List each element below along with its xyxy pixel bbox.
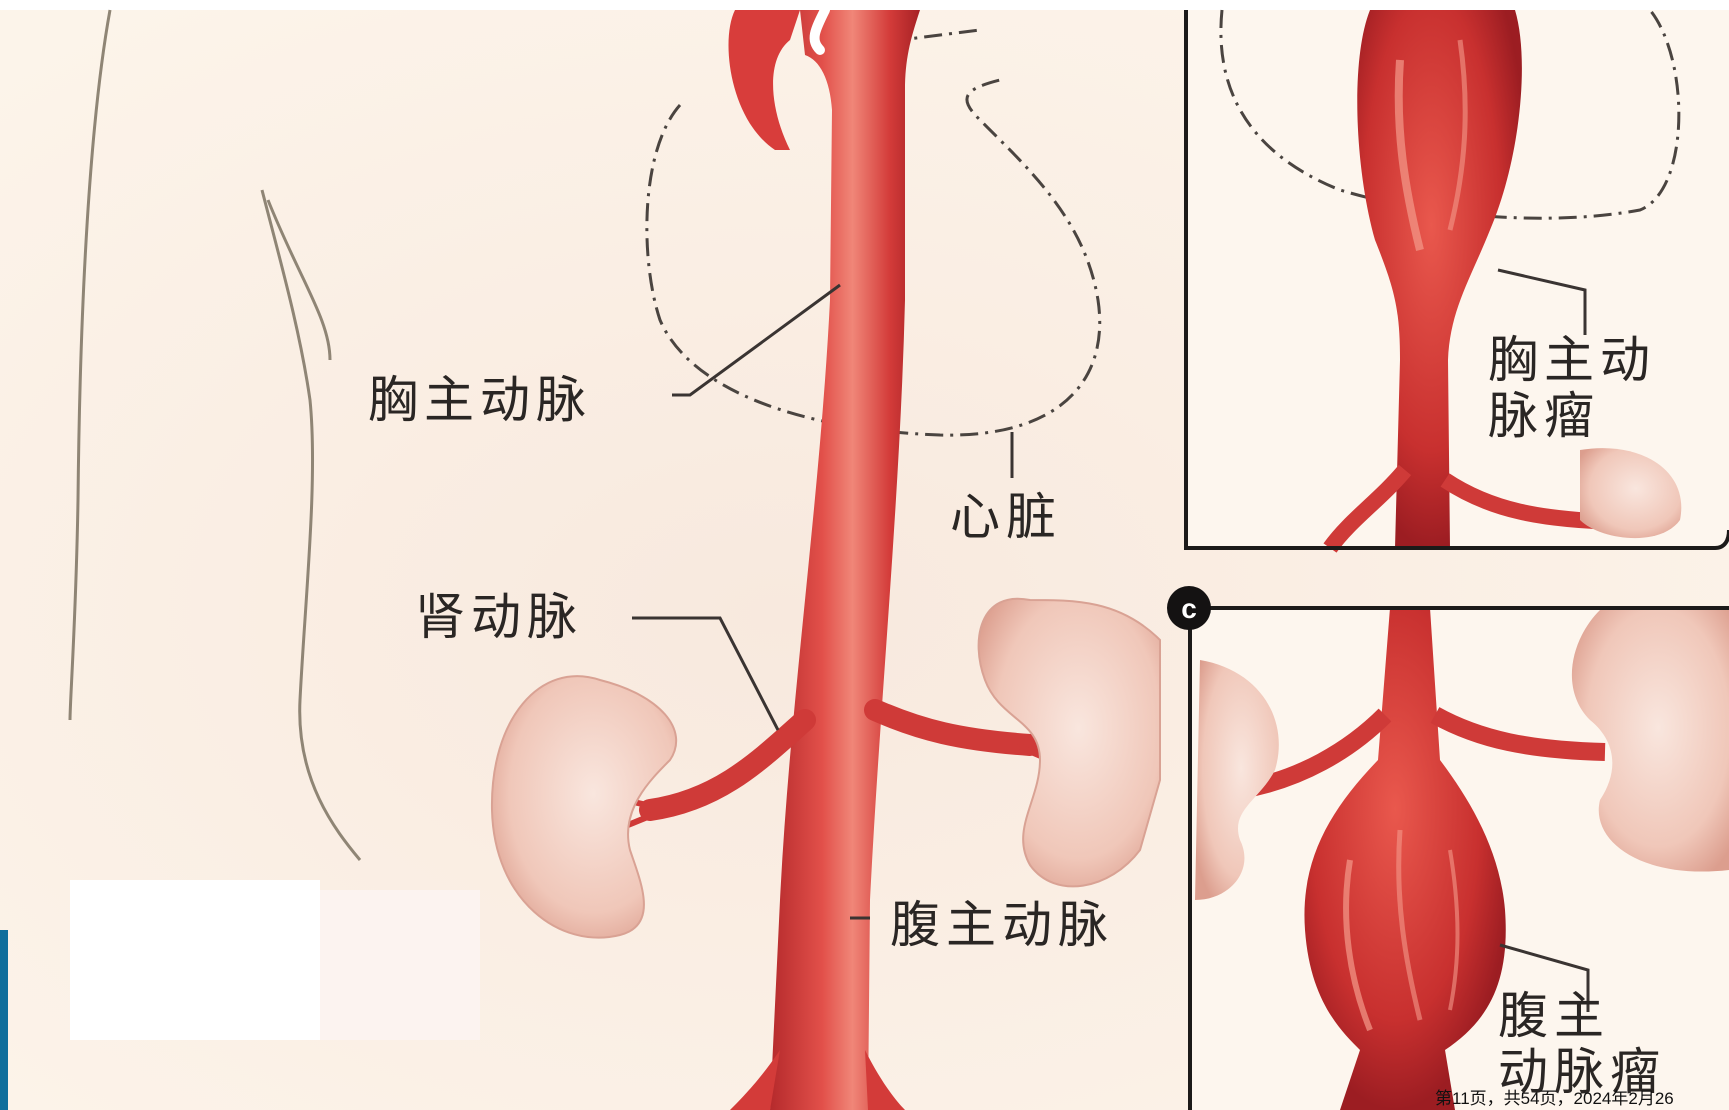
- inset-thoracic: [1186, 10, 1729, 548]
- label-thoracic-aneurysm-line1: 胸主动: [1488, 332, 1656, 388]
- page-footer: 第11页，共54页，2024年2月26: [1435, 1084, 1725, 1109]
- label-abdominal-aorta: 腹主动脉: [890, 900, 1114, 950]
- label-abdominal-aneurysm-line1: 腹主: [1498, 988, 1666, 1044]
- label-thoracic-aorta: 胸主动脉: [368, 375, 592, 425]
- white-overlay-1: [70, 880, 320, 1040]
- edge-bar: [0, 930, 8, 1110]
- white-overlay-2: [320, 890, 480, 1040]
- label-renal-artery: 肾动脉: [415, 592, 583, 642]
- label-thoracic-aneurysm-line2: 脉瘤: [1488, 388, 1656, 444]
- label-heart: 心脏: [950, 492, 1062, 542]
- panel-letter-c: c: [1181, 593, 1197, 624]
- label-thoracic-aneurysm: 胸主动 脉瘤: [1488, 332, 1656, 444]
